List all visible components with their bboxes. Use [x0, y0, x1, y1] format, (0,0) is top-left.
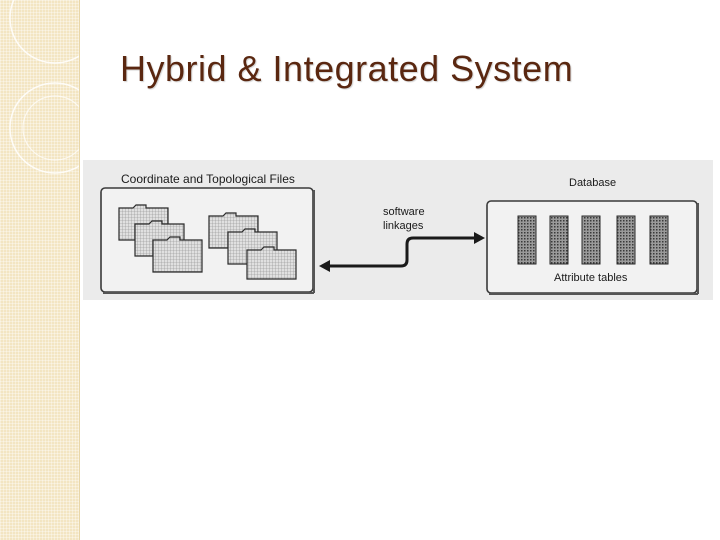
diagram-graphics — [100, 187, 699, 295]
software-linkages-line-1: software — [383, 206, 425, 218]
file-folders-group-2 — [208, 212, 297, 280]
attribute-tables-label: Attribute tables — [554, 272, 628, 284]
sidebar-circles-ornament — [9, 0, 79, 174]
file-folders-group-1 — [118, 204, 203, 273]
attribute-table-1 — [517, 215, 537, 265]
page-title: Hybrid & Integrated System — [120, 48, 574, 89]
attribute-table-2 — [549, 215, 569, 265]
software-linkages-line-2: linkages — [383, 220, 424, 232]
software-linkage-arrow — [319, 232, 485, 272]
software-linkages-label: software linkages — [383, 205, 425, 233]
hybrid-system-diagram: Coordinate and Topological Files Databas… — [83, 160, 713, 300]
attribute-tables-graphic — [517, 215, 669, 265]
attribute-table-3 — [581, 215, 601, 265]
decorative-sidebar — [0, 0, 80, 540]
coordinate-files-label: Coordinate and Topological Files — [121, 172, 295, 186]
database-label: Database — [569, 177, 617, 189]
attribute-table-4 — [616, 215, 636, 265]
attribute-table-5 — [649, 215, 669, 265]
